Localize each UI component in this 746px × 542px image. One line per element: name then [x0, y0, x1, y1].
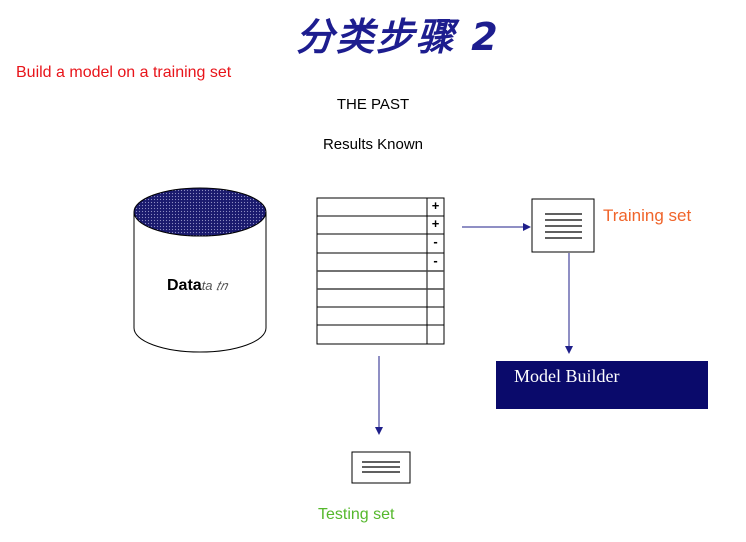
data-table: [316, 197, 445, 345]
slide-subtitle: Build a model on a training set: [16, 64, 232, 81]
database-label: Data⁠ta 𝑡𝑛: [167, 277, 228, 294]
database-cylinder: [133, 187, 267, 353]
table-sign: -: [433, 253, 438, 268]
the-past-label: THE PAST: [336, 96, 410, 113]
results-known-label: Results Known: [322, 136, 424, 153]
database-label-smudge: ⁠ta 𝑡𝑛: [201, 278, 228, 293]
testing-set-document: [351, 451, 411, 484]
table-sign: -: [433, 234, 438, 249]
table-sign: +: [431, 216, 440, 231]
table-sign: +: [431, 198, 440, 213]
model-builder-label: Model Builder: [514, 366, 620, 386]
page-title: 分类步骤 2: [296, 15, 500, 59]
testing-set-label: Testing set: [318, 506, 395, 523]
model-builder-box: Model Builder: [496, 361, 708, 409]
training-set-document: [531, 198, 595, 253]
training-set-label: Training set: [603, 206, 692, 225]
